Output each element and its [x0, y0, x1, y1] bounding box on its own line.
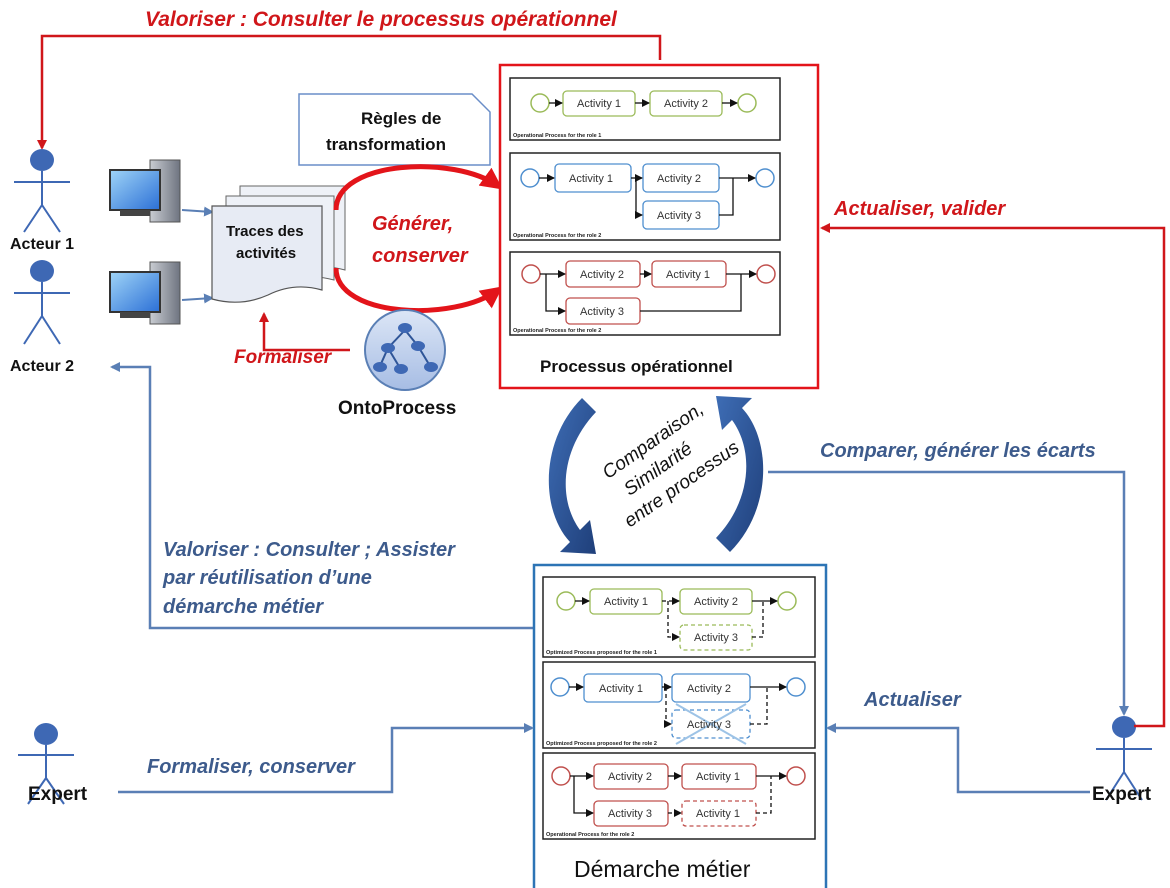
actor-acteur-2: [14, 260, 70, 345]
process-panel-opt-role1: [542, 576, 816, 658]
label-actualiser-valider: Actualiser, valider: [833, 198, 1006, 220]
process-panel-opt-role2: [542, 661, 816, 749]
actor-expert-left-label: Expert: [28, 784, 88, 805]
formaliser-arrow: [259, 312, 350, 352]
process-panel-op-role2: [509, 152, 781, 241]
activity-label: Activity 1: [696, 771, 740, 783]
process-panel-op-role2-red: [509, 251, 781, 336]
actor-acteur-1-label: Acteur 1: [10, 236, 74, 253]
activity-label: Activity 1: [577, 98, 621, 110]
demarche-metier-title: Démarche métier: [574, 856, 751, 882]
process-caption: Optimized Process proposed for the role …: [546, 741, 657, 747]
activity-label: Activity 2: [664, 98, 708, 110]
process-caption: Optimized Process proposed for the role …: [546, 650, 657, 656]
activity-label: Activity 3: [580, 306, 624, 318]
activity-label: Activity 2: [608, 771, 652, 783]
activity-label: Activity 3: [608, 808, 652, 820]
traces-label-line1: Traces des: [226, 223, 304, 240]
process-caption: Operational Process for the role 2: [546, 832, 634, 838]
label-valoriser-line3: démarche métier: [163, 596, 324, 618]
activity-label: Activity 2: [687, 683, 731, 695]
process-panel-op-role2-demarche: [542, 752, 816, 840]
label-valoriser-line2: par réutilisation d’une: [162, 567, 372, 589]
activity-label: Activity 1: [666, 269, 710, 281]
activity-label: Activity 1: [604, 596, 648, 608]
formaliser-label: Formaliser: [234, 347, 333, 368]
activity-label: Activity 1: [696, 808, 740, 820]
comparer-ecarts-arrow: [768, 470, 1129, 716]
generer-arrow-bottom: [333, 267, 503, 313]
activity-label: Activity 2: [580, 269, 624, 281]
actualiser-arrow: [826, 723, 1090, 794]
label-actualiser: Actualiser: [863, 689, 962, 711]
regles-label-line1: Règles de: [361, 109, 441, 128]
activity-label: Activity 1: [599, 683, 643, 695]
actor-expert-right-label: Expert: [1092, 784, 1152, 805]
actor-expert-right: [1096, 716, 1152, 801]
activity-label: Activity 1: [569, 173, 613, 185]
activity-label: Activity 2: [657, 173, 701, 185]
regles-transformation-box: [298, 93, 491, 166]
generer-label-line2: conserver: [372, 245, 469, 267]
activity-label: Activity 3: [657, 210, 701, 222]
computer-icon: [109, 261, 181, 325]
actor-expert-left: [18, 723, 74, 805]
label-comparer-ecarts: Comparer, générer les écarts: [820, 440, 1096, 462]
regles-label-line2: transformation: [326, 135, 446, 154]
actor-acteur-1: [14, 149, 70, 233]
actualiser-valider-arrow: [820, 223, 1166, 728]
valoriser-assister-arrow: [110, 362, 534, 630]
activity-label: Activity 3: [694, 632, 738, 644]
label-valoriser-consulter-operationnel: Valoriser : Consulter le processus opéra…: [145, 8, 618, 31]
activity-label: Activity 2: [694, 596, 738, 608]
arrow-computer-to-traces: [181, 293, 214, 304]
formaliser-conserver-arrow: [118, 723, 534, 794]
consult-operational-arrow: [37, 34, 662, 150]
process-panel-op-role1: [509, 77, 781, 141]
generer-arrow-top: [333, 164, 503, 211]
ontoprocess-label: OntoProcess: [338, 398, 456, 419]
arrow-computer-to-traces: [181, 206, 214, 217]
comparaison-cycle-arrows: [548, 396, 764, 554]
label-formaliser-conserver: Formaliser, conserver: [147, 756, 356, 778]
processus-operationnel-title: Processus opérationnel: [540, 357, 733, 376]
label-valoriser-line1: Valoriser : Consulter ; Assister: [163, 539, 456, 561]
ontoprocess-icon: [364, 309, 446, 391]
activity-label: Activity 3: [687, 719, 731, 731]
generer-label-line1: Générer,: [372, 213, 453, 235]
actor-acteur-2-label: Acteur 2: [10, 358, 74, 375]
process-caption: Operational Process for the role 2: [513, 328, 601, 334]
traces-label-line2: activités: [236, 245, 296, 262]
computer-icon: [109, 159, 181, 223]
process-caption: Operational Process for the role 2: [513, 233, 601, 239]
traces-documents: [211, 185, 346, 303]
process-caption: Operational Process for the role 1: [513, 133, 601, 139]
